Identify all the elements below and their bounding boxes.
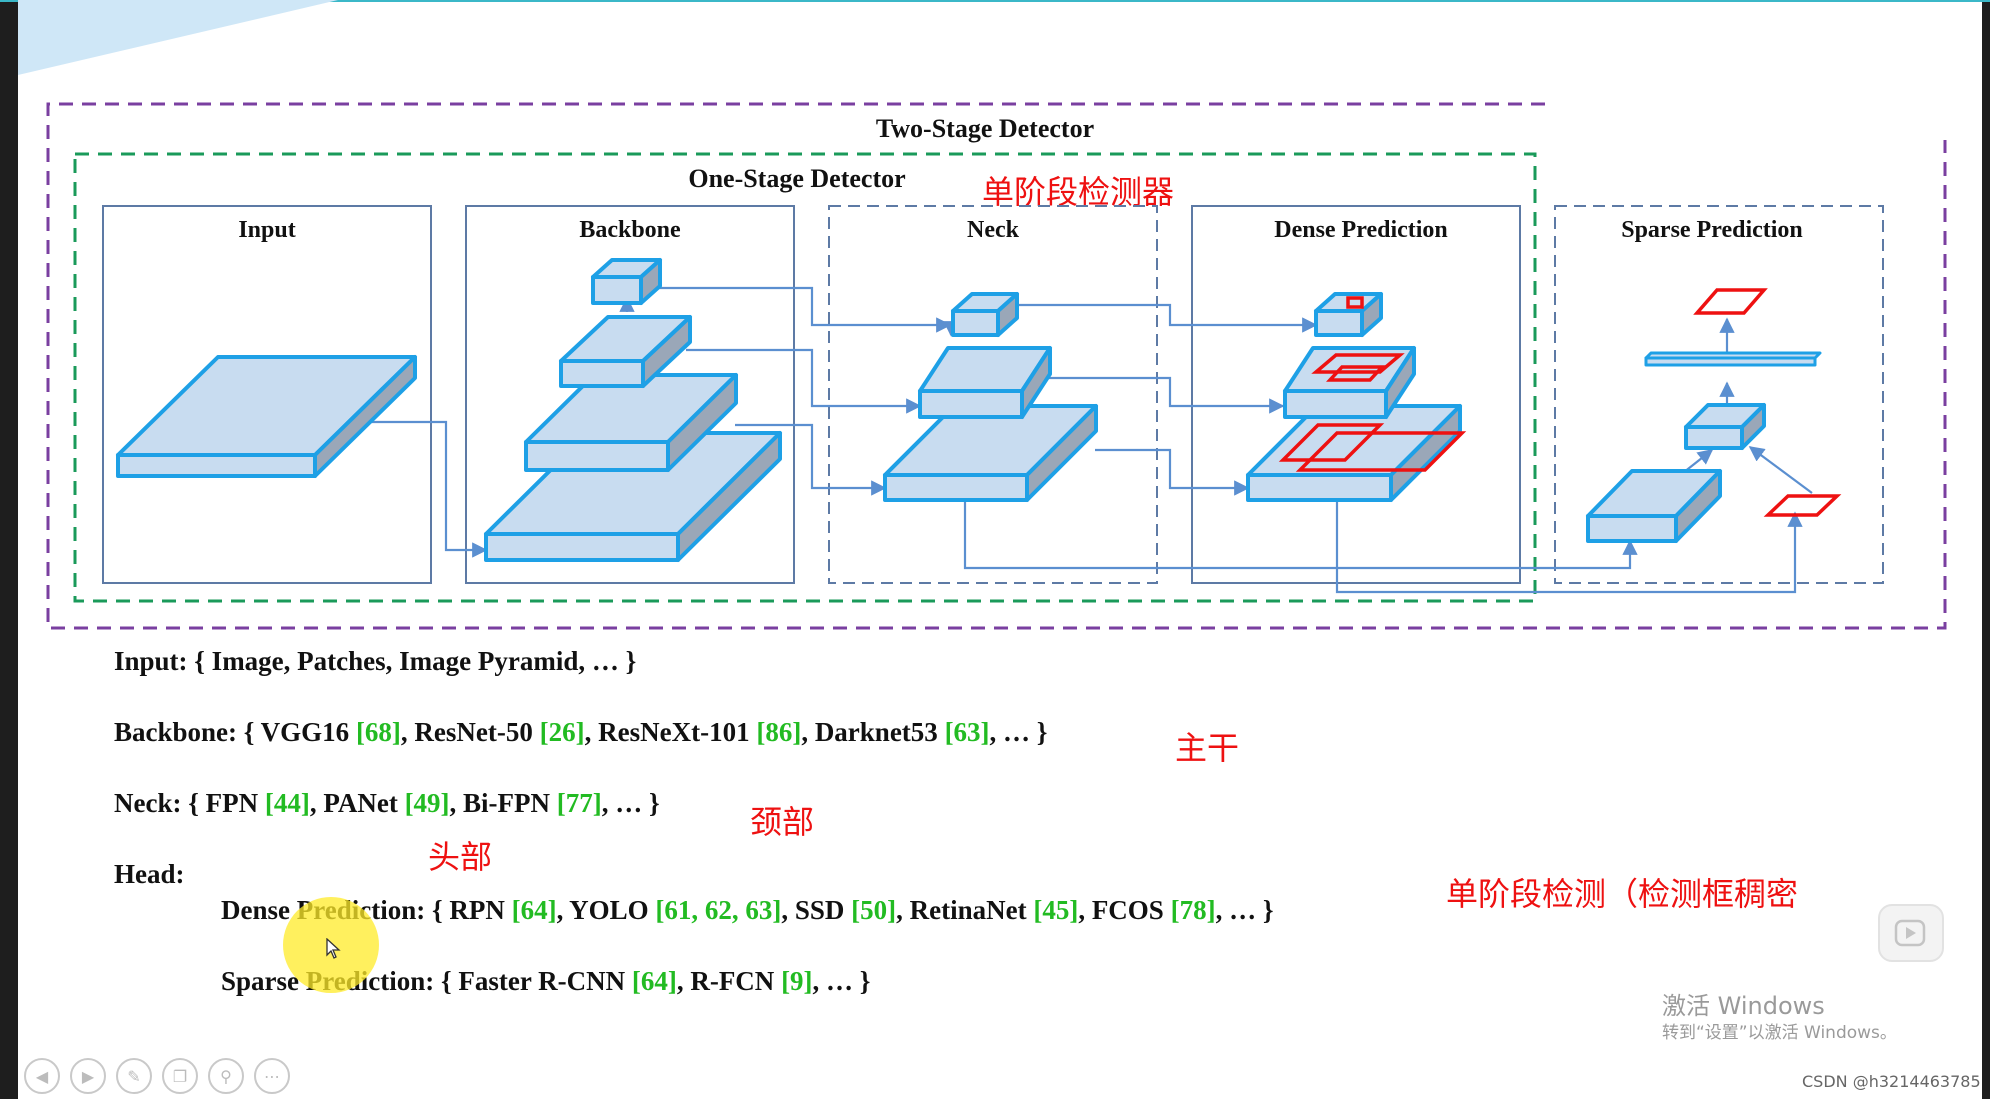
legend-dense-items: { RPN [64], YOLO [61, 62, 63], SSD [50],… — [432, 895, 1273, 925]
backbone-block-1 — [484, 431, 782, 562]
legend-neck: Neck: { FPN [44], PANet [49], Bi-FPN [77… — [114, 788, 660, 819]
legend-text: , RetinaNet — [896, 895, 1034, 925]
csdn-credit: CSDN @h3214463785 — [1802, 1072, 1981, 1091]
legend-text: , PANet — [309, 788, 405, 818]
prev-icon[interactable]: ◀ — [24, 1058, 60, 1094]
legend-text: , YOLO — [556, 895, 656, 925]
legend-text: , … } — [1215, 895, 1274, 925]
neck-block-2 — [918, 346, 1052, 419]
annotation-head: 头部 — [428, 838, 493, 876]
legend-backbone-label: Backbone: — [114, 717, 238, 747]
citation-ref: [68] — [355, 717, 401, 747]
citation-ref: [44] — [264, 788, 310, 818]
sparse-red-boxes — [1693, 288, 1842, 517]
more-icon[interactable]: ⋯ — [254, 1058, 290, 1094]
two-stage-title: Two-Stage Detector — [876, 114, 1094, 143]
pen-icon[interactable]: ✎ — [116, 1058, 152, 1094]
legend-backbone-items: { VGG16 [68], ResNet-50 [26], ResNeXt-10… — [244, 717, 1048, 747]
dense-block-2 — [1283, 346, 1416, 419]
zoom-icon[interactable]: ⚲ — [208, 1058, 244, 1094]
legend-text: { FPN — [188, 788, 265, 818]
annotation-neck: 颈部 — [750, 803, 815, 841]
legend-sparse-items: { Faster R-CNN [64], R-FCN [9], … } — [441, 966, 870, 996]
legend-head-label: Head: — [114, 859, 185, 889]
right-frame-bar — [1982, 0, 1990, 1099]
legend-input: Input: { Image, Patches, Image Pyramid, … — [114, 646, 636, 677]
citation-ref: [49] — [404, 788, 450, 818]
sparse-fc-layer — [1644, 351, 1822, 367]
citation-ref: [77] — [556, 788, 602, 818]
input-image-block — [116, 355, 417, 478]
legend-backbone: Backbone: { VGG16 [68], ResNet-50 [26], … — [114, 717, 1047, 748]
citation-ref: [86] — [756, 717, 802, 747]
citation-ref: [64] — [511, 895, 557, 925]
dense-block-1 — [1246, 404, 1462, 502]
citation-ref: [50] — [851, 895, 897, 925]
sparse-block-1 — [1586, 469, 1722, 543]
neck-block-1 — [883, 404, 1098, 502]
activation-watermark-title: 激活 Windows — [1662, 992, 1825, 1020]
stage-dense-prediction-title: Dense Prediction — [1274, 217, 1448, 243]
legend-text: , SSD — [781, 895, 852, 925]
neck-block-3 — [951, 292, 1019, 337]
play-button[interactable] — [1878, 904, 1944, 962]
citation-ref: [78] — [1170, 895, 1216, 925]
top-accent-line — [0, 0, 1990, 2]
citation-ref: [64] — [631, 966, 677, 996]
legend-sparse: Sparse Prediction: { Faster R-CNN [64], … — [221, 966, 870, 997]
citation-ref: [9] — [781, 966, 813, 996]
one-stage-note: 单阶段检测器 — [982, 173, 1174, 211]
citation-ref: [63] — [944, 717, 990, 747]
legend-text: , Darknet53 — [801, 717, 945, 747]
legend-text: , … } — [989, 717, 1048, 747]
sparse-block-2 — [1684, 403, 1766, 450]
annotation-dense: 单阶段检测（检测框稠密 — [1446, 875, 1799, 913]
legend-text: , … } — [812, 966, 871, 996]
legend-dense: Dense Prediction: { RPN [64], YOLO [61, … — [221, 895, 1273, 926]
backbone-block-2 — [524, 373, 738, 472]
two-stage-border — [46, 102, 1947, 630]
stage-backbone: Backbone — [465, 205, 795, 584]
stage-input-title: Input — [238, 217, 295, 243]
dense-block-3 — [1314, 292, 1383, 337]
stage-neck: Neck — [828, 205, 1158, 584]
slideshow-toolbar: ◀ ▶ ✎ ❐ ⚲ ⋯ — [24, 1058, 290, 1094]
legend-neck-label: Neck: — [114, 788, 182, 818]
legend-head: Head: — [114, 859, 185, 890]
legend-text: { VGG16 — [243, 717, 356, 747]
backbone-block-4 — [591, 258, 662, 305]
mouse-pointer-icon — [326, 938, 341, 959]
legend-text: , … } — [601, 788, 660, 818]
left-frame-bar — [0, 0, 18, 1099]
backbone-block-3 — [559, 315, 692, 388]
legend-input-label: Input: — [114, 646, 188, 676]
stage-dense-prediction: Dense Prediction — [1191, 205, 1521, 584]
legend-text: , Bi-FPN — [449, 788, 557, 818]
legend-text: , ResNet-50 — [400, 717, 540, 747]
play-icon — [1894, 919, 1926, 947]
stage-neck-title: Neck — [967, 217, 1020, 243]
detector-architecture-diagram: Two-Stage Detector One-Stage Detector 单阶… — [46, 102, 1947, 630]
stage-input: Input — [102, 205, 432, 584]
one-stage-border — [73, 152, 1537, 603]
legend-text: { Faster R-CNN — [440, 966, 632, 996]
next-icon[interactable]: ▶ — [70, 1058, 106, 1094]
citation-ref: [45] — [1033, 895, 1079, 925]
legend-text: { RPN — [431, 895, 512, 925]
activation-watermark-subtitle: 转到“设置”以激活 Windows。 — [1662, 1023, 1897, 1043]
copy-icon[interactable]: ❐ — [162, 1058, 198, 1094]
legend-neck-items: { FPN [44], PANet [49], Bi-FPN [77], … } — [188, 788, 659, 818]
stage-sparse-prediction: Sparse Prediction — [1554, 205, 1884, 584]
legend-text: , R-FCN — [676, 966, 782, 996]
dense-red-boxes — [1278, 296, 1467, 472]
legend-text: , ResNeXt-101 — [584, 717, 757, 747]
legend-input-items: { Image, Patches, Image Pyramid, … } — [194, 646, 637, 676]
one-stage-title: One-Stage Detector — [688, 164, 905, 193]
stage-backbone-title: Backbone — [579, 217, 681, 243]
citation-ref: [26] — [539, 717, 585, 747]
citation-ref: [61, 62, 63] — [655, 895, 782, 925]
legend-text: , FCOS — [1078, 895, 1171, 925]
stage-sparse-prediction-title: Sparse Prediction — [1621, 217, 1803, 243]
annotation-backbone: 主干 — [1175, 729, 1240, 767]
